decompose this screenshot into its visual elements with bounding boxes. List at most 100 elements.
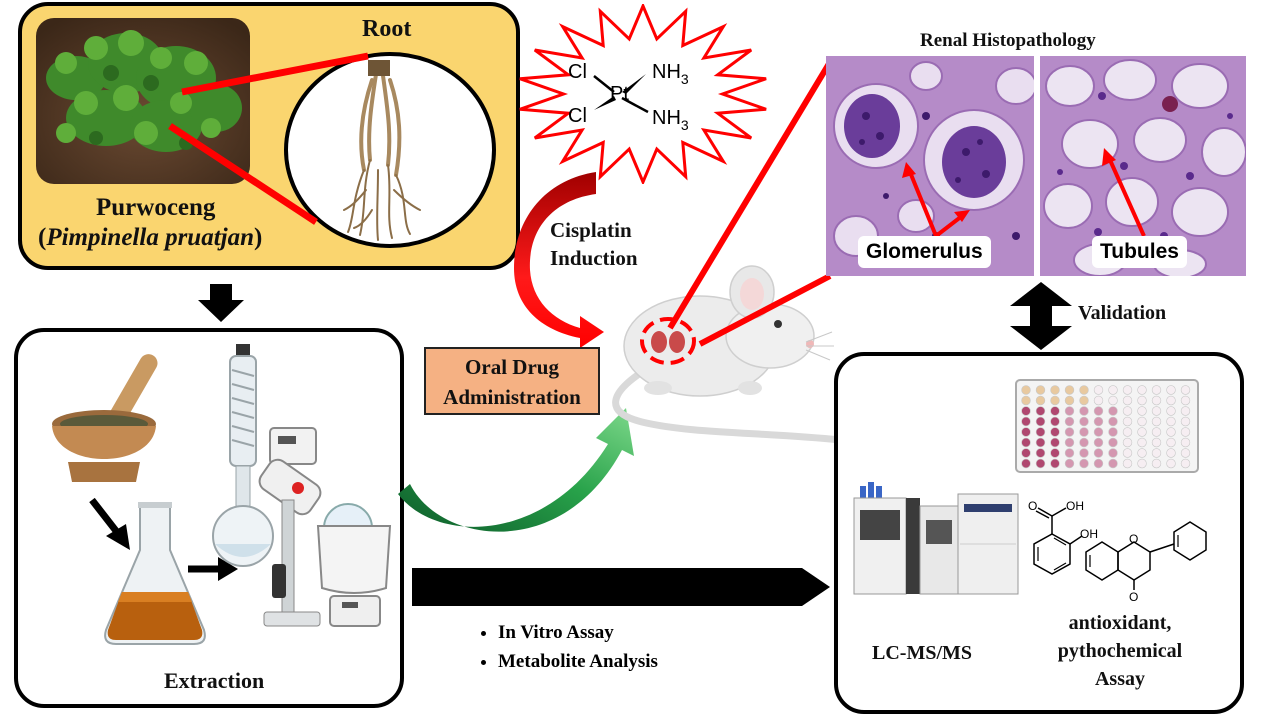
well xyxy=(1137,416,1147,427)
well xyxy=(1050,416,1060,427)
well xyxy=(1093,458,1104,469)
well xyxy=(1151,395,1162,406)
well xyxy=(1166,448,1176,458)
assay-label-line1: antioxidant, xyxy=(1068,612,1172,634)
well xyxy=(1166,416,1176,427)
well xyxy=(1166,427,1176,437)
well xyxy=(1151,427,1162,437)
tubules-label: Tubules xyxy=(1092,236,1187,268)
method-metabolite: Metabolite Analysis xyxy=(498,647,658,676)
well xyxy=(1079,437,1089,448)
validation-label: Validation xyxy=(1078,302,1167,324)
flavone-o-ring: O xyxy=(1129,532,1138,546)
well xyxy=(1180,385,1191,395)
well xyxy=(1021,385,1031,395)
cisplatin-arrow xyxy=(514,172,604,348)
validation-arrow xyxy=(1010,282,1072,350)
cl-top: Cl xyxy=(568,61,587,83)
well xyxy=(1122,385,1133,395)
salicylic-oh: OH xyxy=(1066,499,1084,513)
well xyxy=(1151,458,1162,469)
flask-image xyxy=(104,502,206,645)
well xyxy=(1137,406,1147,416)
well xyxy=(1108,416,1118,427)
well xyxy=(1166,458,1176,469)
well xyxy=(1093,437,1104,448)
flavone-o-keto: O xyxy=(1129,590,1138,602)
well xyxy=(1151,416,1162,427)
nh3-top: NH3 xyxy=(652,61,689,87)
well xyxy=(1064,427,1075,437)
well xyxy=(1093,416,1104,427)
well xyxy=(1108,406,1118,416)
plant-root-connectors xyxy=(168,52,369,225)
well xyxy=(1151,385,1162,395)
oral-drug-line1: Oral Drug xyxy=(465,355,559,379)
well xyxy=(1122,448,1133,458)
well xyxy=(1180,427,1191,437)
lcms-label: LC-MS/MS xyxy=(872,642,972,664)
down-arrow xyxy=(198,284,244,322)
salicylic-oh-ring: OH xyxy=(1080,527,1098,541)
well xyxy=(1166,406,1176,416)
well xyxy=(1035,395,1046,406)
well xyxy=(1137,448,1147,458)
well xyxy=(1180,448,1191,458)
well xyxy=(1137,385,1147,395)
well xyxy=(1093,406,1104,416)
well xyxy=(1079,385,1089,395)
well xyxy=(1035,406,1046,416)
cisplatin-starburst: Cl Cl Pt NH3 NH3 xyxy=(519,4,767,184)
well xyxy=(1108,458,1118,469)
well xyxy=(1035,437,1046,448)
well xyxy=(1151,406,1162,416)
well xyxy=(1108,437,1118,448)
extraction-label: Extraction xyxy=(164,668,265,693)
well xyxy=(1050,458,1060,469)
well xyxy=(1050,385,1060,395)
root-photo xyxy=(284,52,496,248)
well xyxy=(1166,395,1176,406)
nh3-bottom: NH3 xyxy=(652,107,689,133)
well xyxy=(1122,437,1133,448)
method-in-vitro: In Vitro Assay xyxy=(498,618,658,647)
well xyxy=(1064,406,1075,416)
well xyxy=(1079,458,1089,469)
well xyxy=(1180,395,1191,406)
well xyxy=(1079,406,1089,416)
root-label: Root xyxy=(362,16,412,42)
well xyxy=(1180,458,1191,469)
nh3-top-text: NH xyxy=(652,61,681,83)
well xyxy=(1064,395,1075,406)
well xyxy=(1079,448,1089,458)
well xyxy=(1122,427,1133,437)
assay-label-line3: Assay xyxy=(1094,668,1145,690)
glomerulus-label: Glomerulus xyxy=(858,236,991,268)
well xyxy=(1079,427,1089,437)
well xyxy=(1122,416,1133,427)
well xyxy=(1050,448,1060,458)
well xyxy=(1122,458,1133,469)
well xyxy=(1108,385,1118,395)
well xyxy=(1079,416,1089,427)
oral-drug-box: Oral Drug Administration xyxy=(424,347,600,415)
latin-open: ( xyxy=(38,224,47,251)
methods-arrow xyxy=(412,568,830,606)
well xyxy=(1137,427,1147,437)
well xyxy=(1035,458,1046,469)
arrow-to-flask xyxy=(89,497,130,550)
well xyxy=(1064,437,1075,448)
plant-latin-name: (Pimpinella pruatjan) xyxy=(38,224,262,252)
well xyxy=(1108,395,1118,406)
latin-italic: Pimpinella pruatjan xyxy=(46,224,255,251)
well xyxy=(1151,437,1162,448)
well xyxy=(1050,406,1060,416)
arrow-to-evaporator xyxy=(188,557,238,581)
well xyxy=(1166,385,1176,395)
latin-close: ) xyxy=(254,224,263,251)
well xyxy=(1050,427,1060,437)
well xyxy=(1064,448,1075,458)
assay-label-line2: pythochemical xyxy=(1057,640,1183,662)
well xyxy=(1035,385,1046,395)
well xyxy=(1021,406,1031,416)
